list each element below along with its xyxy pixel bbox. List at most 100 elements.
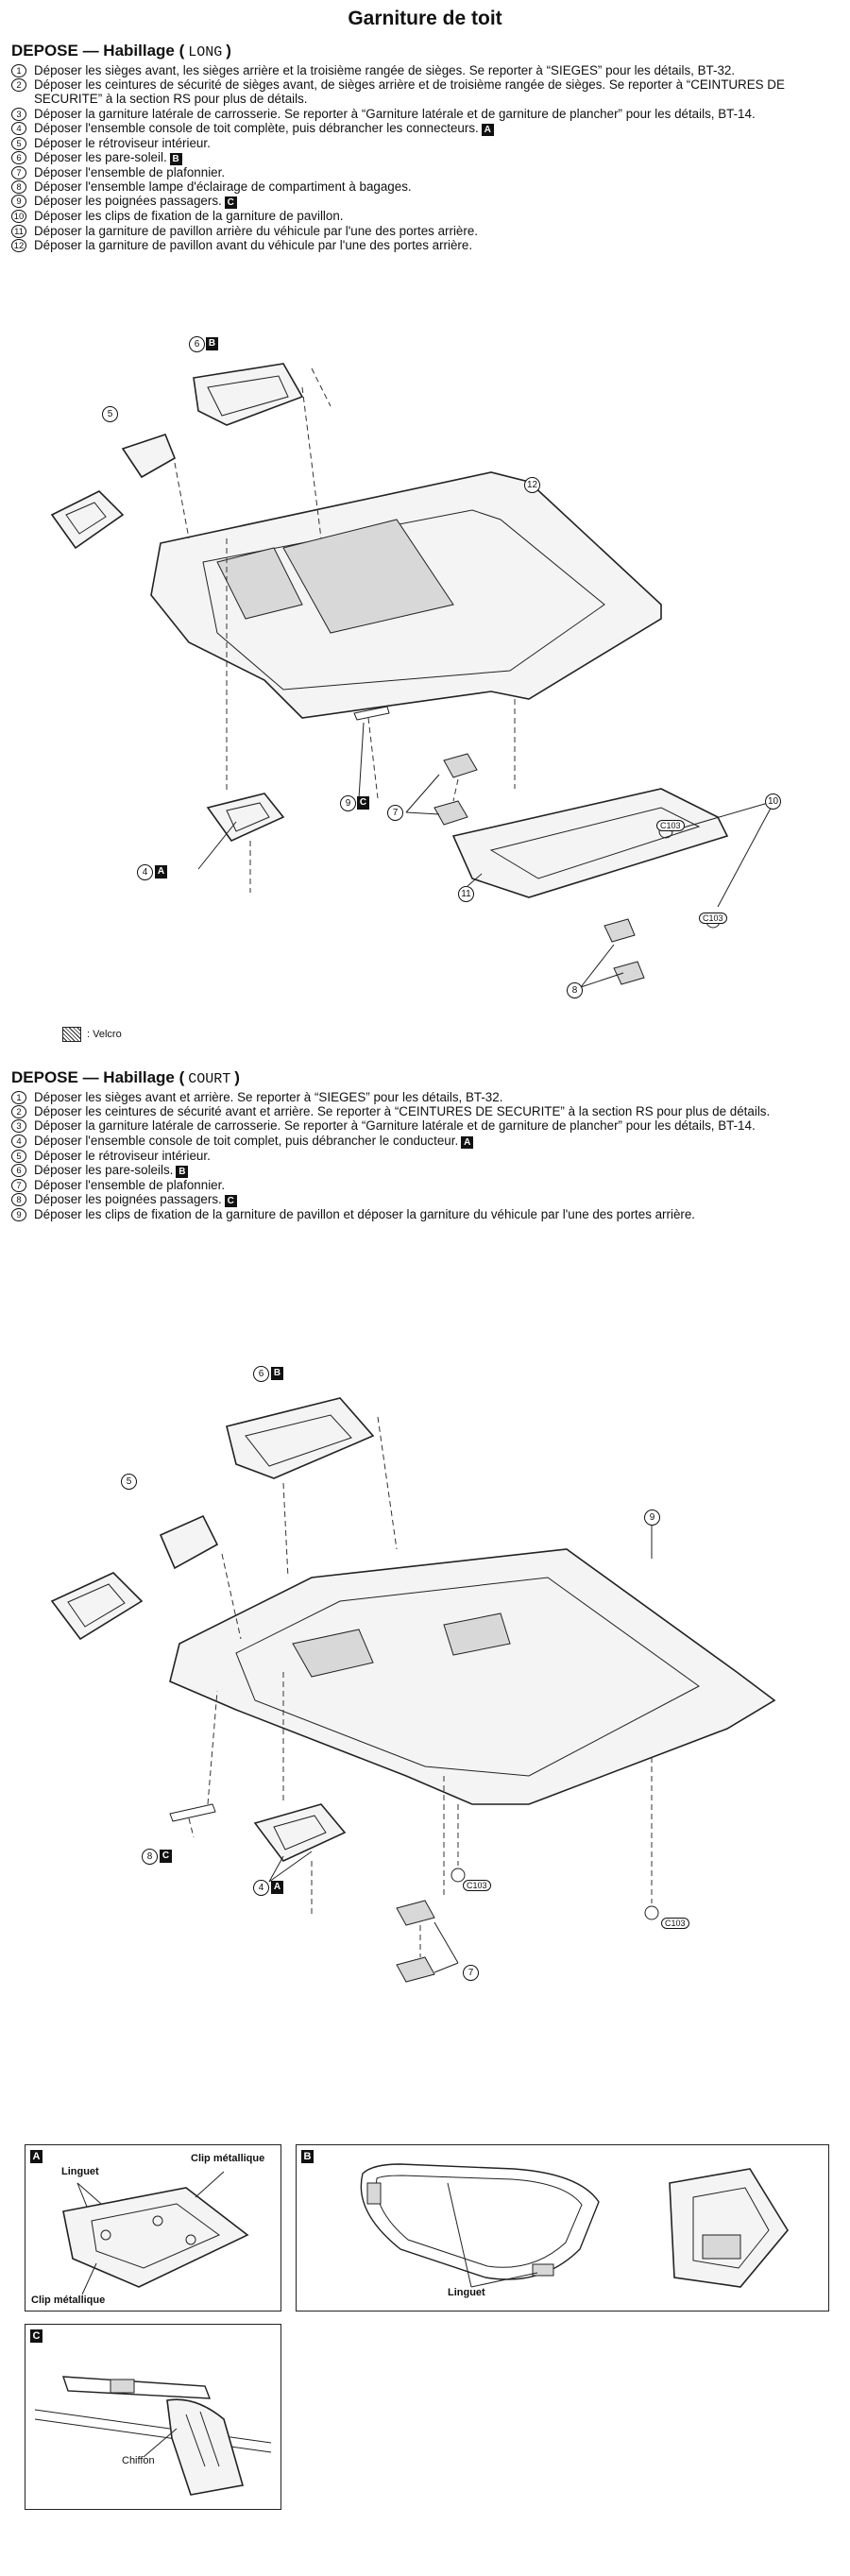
callout-6-court: 6 (253, 1366, 269, 1382)
steps-list-court: 1 Déposer les sièges avant et arrière. Se… (11, 1090, 831, 1222)
callout-5-long: 5 (102, 406, 118, 422)
callout-11-long: 11 (458, 886, 474, 902)
velcro-legend: : Velcro (62, 1027, 122, 1042)
step-text: Déposer les ceintures de sécurité avant … (34, 1104, 831, 1118)
step-item: 4 Déposer l'ensemble console de toit comp… (11, 1134, 831, 1149)
step-text: Déposer l'ensemble console de toit compl… (34, 121, 831, 136)
detail-b-drawing (360, 2163, 789, 2288)
step-item: 1 Déposer les sièges avant, les sièges ar… (11, 63, 831, 77)
step-number-icon: 7 (11, 166, 26, 180)
step-text: Déposer la garniture latérale de carross… (34, 107, 831, 121)
clip-c103-b-long: C103 (699, 913, 727, 924)
step-text-content: Déposer les clips de fixation de la garn… (34, 209, 344, 224)
detail-a-drawing (62, 2171, 249, 2295)
step-item: 4 Déposer l'ensemble console de toit comp… (11, 121, 831, 136)
step-number-icon: 9 (11, 1208, 26, 1222)
callout-5-court: 5 (121, 1474, 137, 1490)
callout-12-long: 12 (524, 477, 540, 493)
step-text-content: Déposer les sièges avant, les sièges arr… (34, 63, 736, 77)
step-number-icon: 7 (11, 1178, 26, 1192)
step-number-icon: 11 (11, 224, 26, 238)
step-text: Déposer les poignées passagers.C (34, 1192, 831, 1208)
step-number-icon: 4 (11, 1134, 26, 1148)
detail-b-label: B (301, 2150, 314, 2163)
step-text-content: Déposer la garniture de pavillon avant d… (34, 237, 473, 252)
detail-box-c: C Chiffon (25, 2324, 281, 2510)
exploded-diagram-court (50, 1397, 776, 1983)
step-item: 1 Déposer les sièges avant et arrière. Se… (11, 1090, 831, 1104)
step-text: Déposer les pare-soleils.B (34, 1163, 831, 1178)
step-item: 2 Déposer les ceintures de sécurité de si… (11, 77, 831, 106)
detail-a-label: A (30, 2150, 42, 2163)
clip-c103-a-long: C103 (656, 820, 685, 831)
callout-6-badge-long: B (206, 337, 218, 350)
step-text: Déposer l'ensemble console de toit compl… (34, 1134, 831, 1149)
velcro-hatch-icon (62, 1027, 81, 1042)
step-badge: C (224, 196, 237, 210)
detail-c-drawing (34, 2376, 272, 2496)
callout-9-badge-long: C (357, 796, 369, 810)
step-badge: C (224, 1195, 237, 1208)
step-text: Déposer les poignées passagers.C (34, 194, 831, 210)
detail-box-b: B Linguet (296, 2144, 829, 2312)
callout-7-court: 7 (463, 1965, 479, 1981)
step-text: Déposer le rétroviseur intérieur. (34, 136, 831, 150)
step-text: Déposer le rétroviseur intérieur. (34, 1149, 831, 1163)
heading-mode: COURT (188, 1071, 231, 1087)
step-text-content: Déposer les sièges avant et arrière. Se … (34, 1090, 503, 1104)
detail-a-clip-bottom: Clip métallique (31, 2295, 106, 2306)
step-number-icon: 6 (11, 1163, 26, 1177)
step-number-icon: 2 (11, 1105, 26, 1119)
headliner-panel-court (169, 1548, 776, 1805)
step-number-icon: 3 (11, 107, 26, 121)
step-text: Déposer les ceintures de sécurité de siè… (34, 77, 831, 106)
step-text: Déposer la garniture de pavillon avant d… (34, 238, 831, 252)
velcro-legend-label: : Velcro (87, 1029, 122, 1040)
step-number-icon: 10 (11, 210, 26, 224)
step-number-icon: 9 (11, 195, 26, 209)
step-number-icon: 1 (11, 64, 26, 77)
heading-text: DEPOSE — Habillage ( (11, 42, 185, 60)
step-number-icon: 3 (11, 1119, 26, 1134)
step-text-content: Déposer les pare-soleil. (34, 150, 167, 165)
step-badge: B (176, 1165, 189, 1178)
callout-4-badge-court: A (271, 1881, 283, 1894)
step-item: 3 Déposer la garniture latérale de carros… (11, 107, 831, 121)
step-number-icon: 2 (11, 78, 26, 93)
step-item: 2 Déposer les ceintures de sécurité avant… (11, 1104, 831, 1119)
sun-visor-long (193, 363, 304, 426)
step-text-content: Déposer l'ensemble de plafonnier. (34, 1177, 226, 1192)
step-text-content: Déposer les pare-soleils. (34, 1162, 174, 1177)
step-text: Déposer la garniture de pavillon arrière… (34, 224, 831, 238)
clip-c103-a-court: C103 (463, 1880, 491, 1891)
detail-c-label: C (30, 2329, 42, 2343)
callout-6-badge-court: B (271, 1367, 283, 1380)
callout-8-court: 8 (142, 1849, 158, 1865)
step-badge: B (169, 153, 182, 166)
step-text: Déposer l'ensemble lampe d'éclairage de … (34, 179, 831, 194)
step-number-icon: 4 (11, 121, 26, 135)
detail-b-linguet: Linguet (448, 2287, 485, 2298)
step-text-content: Déposer les poignées passagers. (34, 194, 222, 209)
page-title: Garniture de toit (348, 8, 502, 29)
step-text-content: Déposer les poignées passagers. (34, 1192, 222, 1207)
step-text-content: Déposer le rétroviseur intérieur. (34, 135, 211, 150)
rear-view-mirror-court (159, 1514, 219, 1570)
step-text: Déposer la garniture latérale de carross… (34, 1118, 831, 1133)
step-badge: A (481, 123, 494, 136)
section-heading-court: DEPOSE — Habillage (COURT) (11, 1068, 240, 1087)
heading-mode: LONG (188, 44, 223, 60)
heading-close: ) (226, 42, 231, 60)
step-number-icon: 1 (11, 1091, 26, 1104)
callout-10-long: 10 (765, 793, 781, 810)
roof-console-court (253, 1803, 347, 1862)
step-text: Déposer les clips de fixation de la garn… (34, 1207, 831, 1221)
step-text-content: Déposer la garniture latérale de carross… (34, 1118, 756, 1134)
step-text: Déposer les clips de fixation de la garn… (34, 209, 831, 223)
